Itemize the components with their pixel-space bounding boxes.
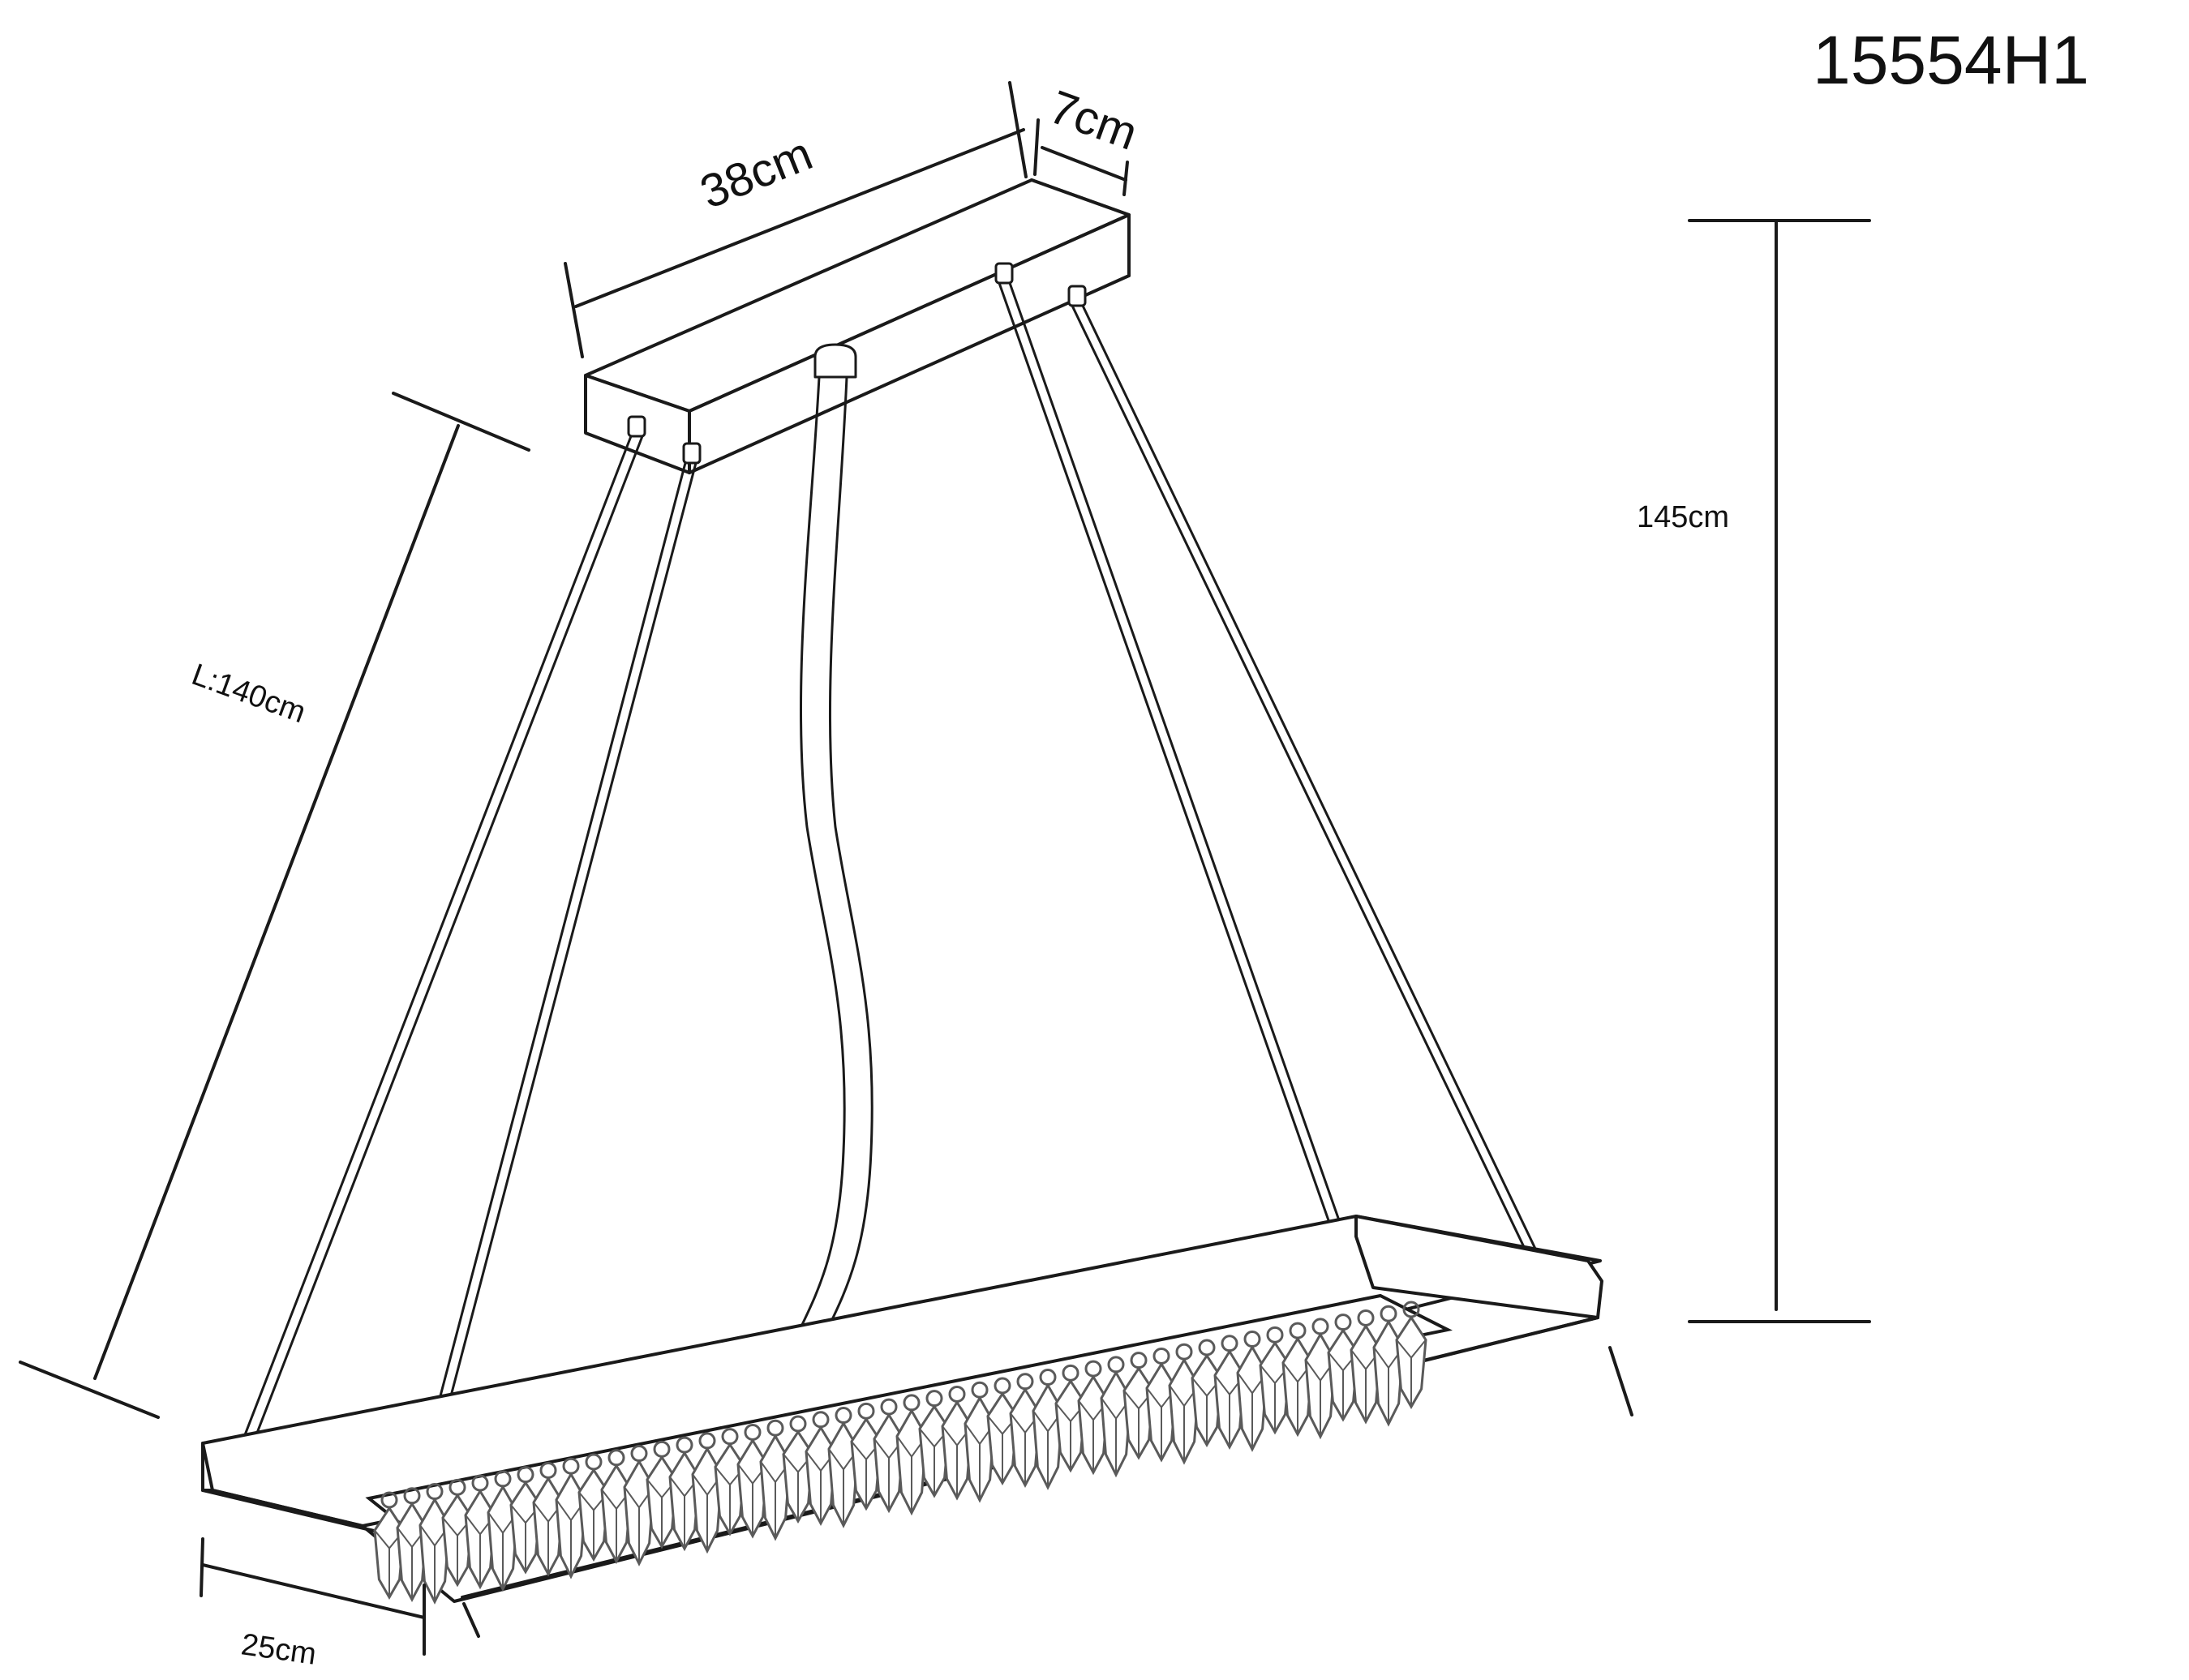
crystal-facet <box>1396 1339 1427 1407</box>
crystal-drop <box>418 1483 451 1605</box>
anchor-front-left <box>627 415 646 438</box>
cable-length-label: L:140cm <box>187 658 310 730</box>
crystal-drop <box>1304 1318 1337 1440</box>
crystal-drop <box>1395 1301 1427 1410</box>
model-number: 15554H1 <box>1813 22 2089 98</box>
frame-width-label: 25cm <box>239 1627 319 1672</box>
cable-anchors <box>627 262 1087 465</box>
anchor-back-right <box>1067 285 1087 307</box>
dim-line-cable-length <box>93 424 460 1380</box>
canopy-length-label: 38cm <box>693 127 820 219</box>
dim-line-frame-width <box>201 1563 426 1619</box>
overall-height-label: 145cm <box>1637 500 1729 534</box>
anchor-front-right <box>682 442 702 465</box>
cord-grommet <box>813 343 857 379</box>
dimension-lines <box>19 81 1871 1656</box>
power-cord <box>798 375 873 1331</box>
ceiling-canopy <box>584 178 1131 474</box>
anchor-back-left <box>994 262 1014 285</box>
dim-line-canopy-width <box>1041 146 1127 182</box>
dim-line-canopy-length <box>574 128 1025 308</box>
canopy-width-label: 7cm <box>1043 80 1144 161</box>
crystal-strip <box>373 1301 1427 1605</box>
suspension-cables <box>240 281 1537 1445</box>
